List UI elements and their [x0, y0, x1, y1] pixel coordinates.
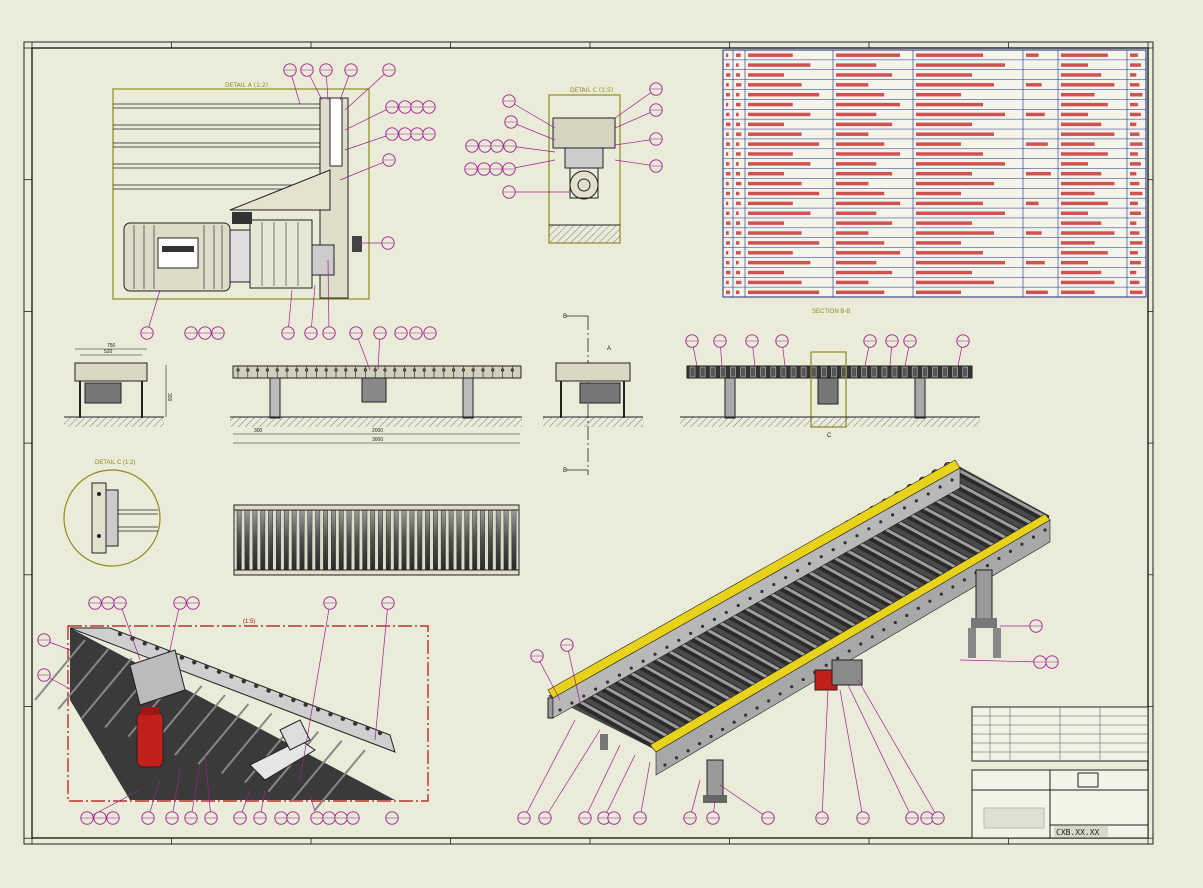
detail-a-view: DETAIL A (1:2)	[112, 82, 370, 300]
iso-detail-label: (1:5)	[243, 619, 255, 625]
section-marker-bottom: B	[563, 468, 567, 474]
dimension-inner-width: 520	[104, 349, 113, 355]
bill-of-materials-table	[722, 49, 1147, 298]
section-marker-top: B	[563, 314, 567, 320]
title-block: CXB.XX.XX	[971, 706, 1149, 839]
sheet-border	[23, 41, 1154, 845]
detail-c-label: DETAIL C (1:2)	[95, 460, 135, 466]
section-b-b-view: SECTION B-B C	[680, 309, 980, 439]
view-marker-a: A	[607, 346, 611, 352]
dimension-height: 300	[166, 393, 172, 402]
dimension-overall-length: 3000	[372, 437, 383, 443]
detail-b-view: DETAIL C (1:5)	[548, 87, 621, 244]
item-balloons	[37, 63, 1059, 825]
isometric-conveyor-view	[547, 459, 1051, 803]
dimension-width: 750	[107, 343, 116, 349]
end-view-left: 750 520 300	[64, 343, 172, 427]
dimension-left-offset: 300	[254, 428, 263, 434]
detail-b-label: DETAIL C (1:5)	[570, 87, 613, 94]
top-plan-view	[233, 504, 520, 576]
detail-c-marker: C	[827, 433, 832, 439]
end-view-right	[543, 362, 643, 427]
detail-c-view: DETAIL C (1:2)	[63, 460, 161, 567]
detail-a-label: DETAIL A (1:2)	[225, 82, 268, 89]
isometric-detail-view: (1:5)	[34, 619, 429, 811]
front-elevation-view: 300 2000 3000	[230, 365, 522, 444]
dimension-support-span: 2000	[372, 428, 383, 434]
section-bb-label: SECTION B-B	[812, 309, 850, 315]
drawing-number: CXB.XX.XX	[1056, 828, 1100, 837]
